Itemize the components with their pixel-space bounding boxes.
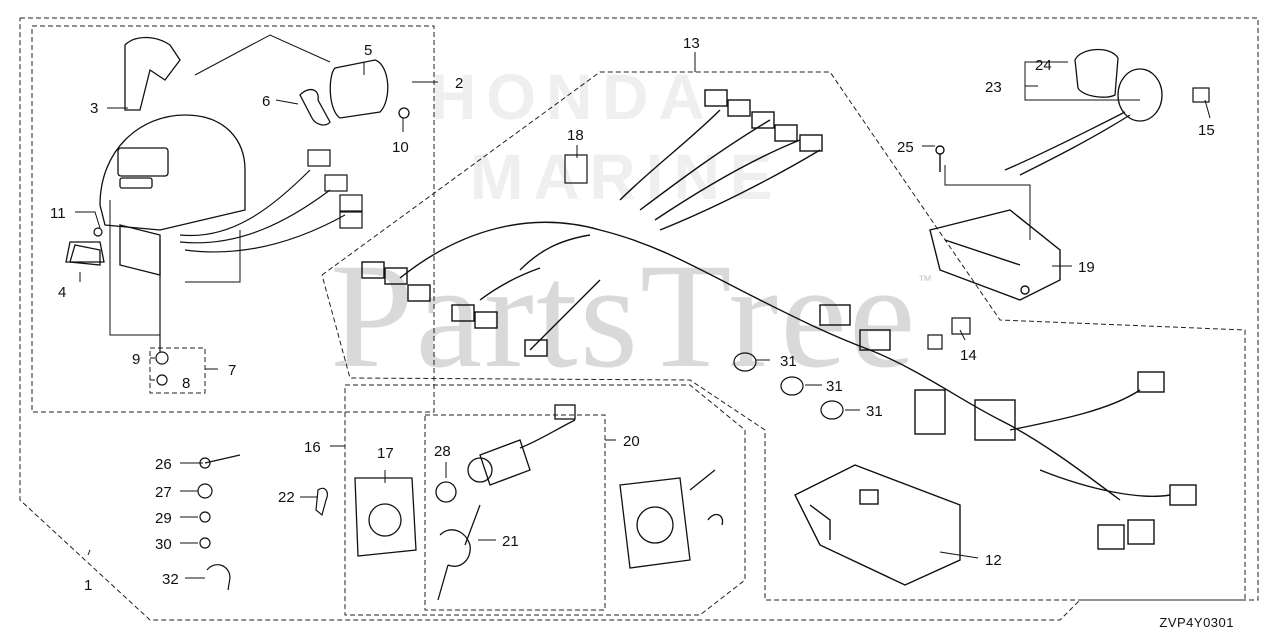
- callout-25: 25: [897, 139, 914, 156]
- callout-27: 27: [155, 484, 172, 501]
- ignition-switch: [435, 404, 576, 601]
- callout-3: 3: [90, 100, 98, 117]
- callout-31b: 31: [826, 378, 843, 395]
- callout-12: 12: [985, 552, 1002, 569]
- callout-14: 14: [960, 347, 977, 364]
- main-harness: [361, 89, 1197, 550]
- assembly-2-outline: [31, 25, 435, 413]
- group-outlines: [19, 17, 1259, 621]
- callout-1: 1: [84, 577, 92, 594]
- callout-29: 29: [155, 510, 172, 527]
- callout-17: 17: [377, 445, 394, 462]
- callout-6: 6: [262, 93, 270, 110]
- callout-28: 28: [434, 443, 451, 460]
- switch-panel: [619, 469, 724, 569]
- callout-24: 24: [1035, 57, 1052, 74]
- callout-15: 15: [1198, 122, 1215, 139]
- callout-19: 19: [1078, 259, 1095, 276]
- callout-13: 13: [683, 35, 700, 52]
- callout-10: 10: [392, 139, 409, 156]
- callout-labels: 1 2 3 4 5 6 7 8 9 10 11 12 13 14 15 16 1…: [50, 35, 1215, 594]
- callout-2: 2: [455, 75, 463, 92]
- assembly-1-outline: [19, 17, 1259, 621]
- callout-18: 18: [567, 127, 584, 144]
- callout-16: 16: [304, 439, 321, 456]
- assembly-16-outline: [344, 384, 746, 616]
- control-unit: [929, 145, 1061, 301]
- callout-21: 21: [502, 533, 519, 550]
- relay-unit: [1004, 48, 1163, 176]
- callout-8: 8: [182, 375, 190, 392]
- callout-20: 20: [623, 433, 640, 450]
- callout-31c: 31: [866, 403, 883, 420]
- remote-control-box: [65, 36, 246, 276]
- callout-9: 9: [132, 351, 140, 368]
- clamps: [733, 352, 844, 420]
- leader-lines: [75, 34, 1211, 579]
- callout-26: 26: [155, 456, 172, 473]
- small-connectors: [564, 87, 1210, 350]
- assembly-20-outline: [424, 414, 606, 611]
- callout-31a: 31: [780, 353, 797, 370]
- callout-4: 4: [58, 284, 66, 301]
- grip-and-clip: [299, 59, 410, 126]
- callout-7: 7: [228, 362, 236, 379]
- switch-plate: [354, 477, 417, 557]
- trademark-symbol: ™: [918, 272, 932, 288]
- assembly-13-outline: [321, 71, 1246, 601]
- remote-connectors: [179, 149, 363, 253]
- bracket: [794, 464, 961, 586]
- callout-11: 11: [50, 205, 66, 222]
- small-fasteners: [197, 454, 329, 591]
- callout-30: 30: [155, 536, 172, 553]
- diagram-code: ZVP4Y0301: [1159, 615, 1234, 630]
- fasteners: [93, 227, 169, 386]
- callout-5: 5: [364, 42, 372, 59]
- callout-22: 22: [278, 489, 295, 506]
- callout-32: 32: [162, 571, 179, 588]
- assembly-7-outline: [149, 347, 206, 394]
- callout-23: 23: [985, 79, 1002, 96]
